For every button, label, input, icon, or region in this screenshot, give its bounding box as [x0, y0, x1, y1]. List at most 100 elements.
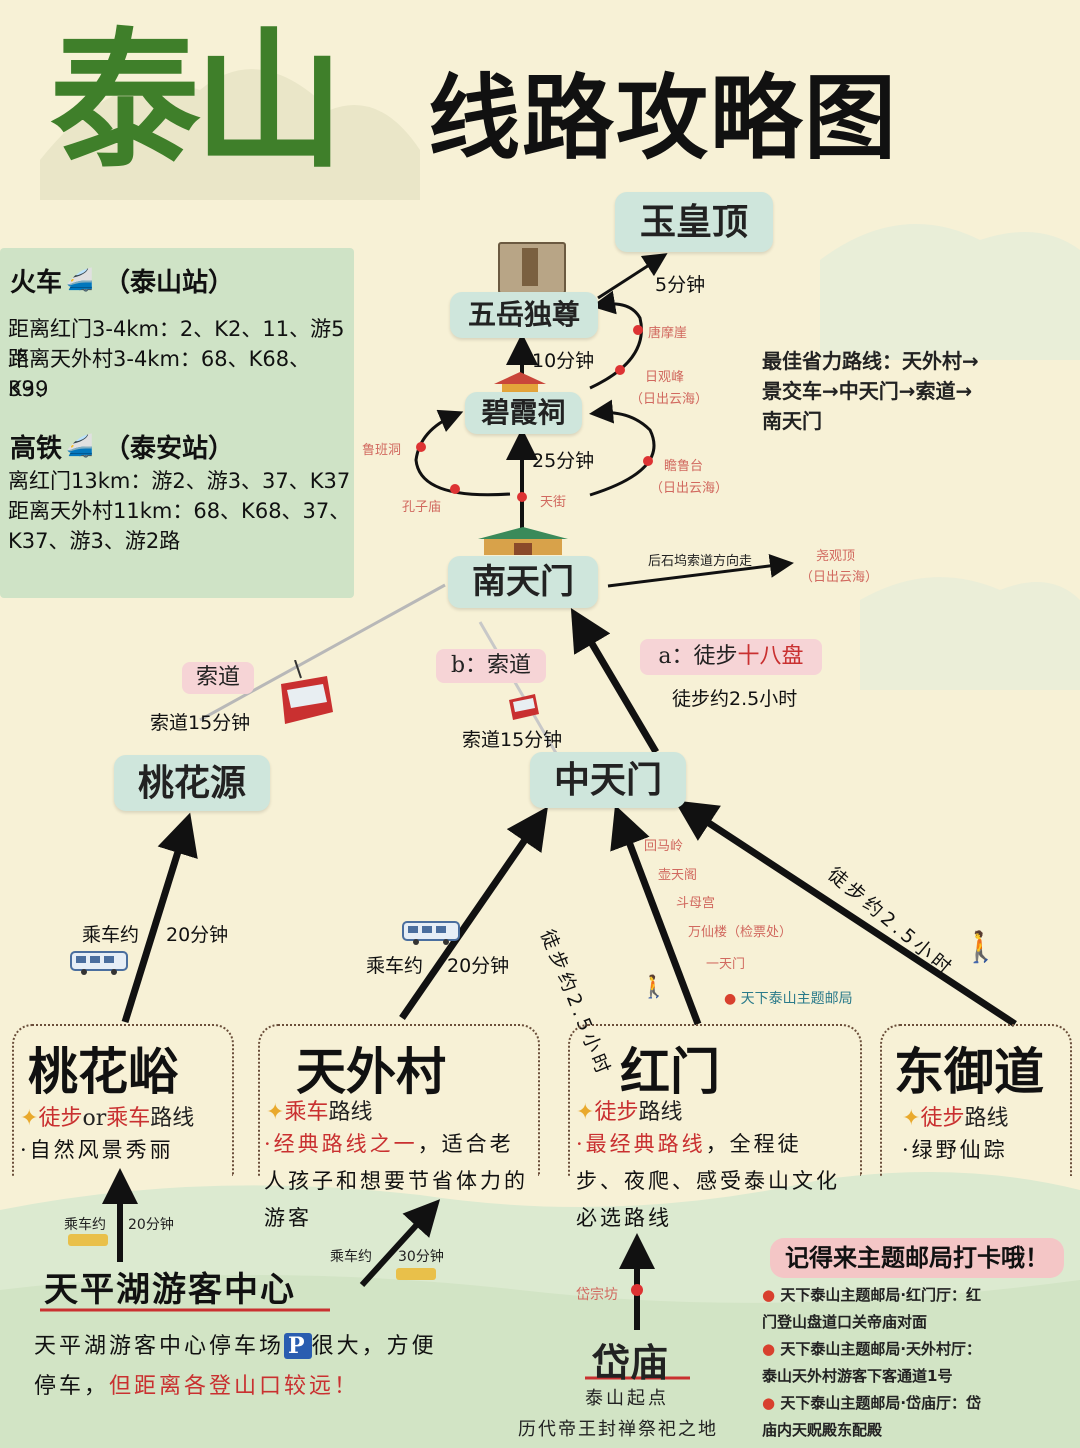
pin-icon-1: ●: [762, 1286, 776, 1304]
label-18pan-red: 十八盘: [737, 644, 804, 669]
route-taohuayu-suffix: 路线: [150, 1106, 195, 1131]
transport-info-box: 火车 🚄 （泰山站） 距离红门3-4km：2、K2、11、游5路 距离天外村3-…: [0, 248, 354, 598]
cable-car-small-icon: [509, 694, 539, 720]
route-tianwaicun-desc-text: ，适合老人孩子和想要节省体力的游客: [264, 1132, 528, 1230]
route-hongmen-desc-red: ·最经典路线: [576, 1132, 706, 1156]
route-tianwaicun-suffix: 路线: [328, 1100, 373, 1125]
pin-icon-2: ●: [762, 1340, 776, 1358]
label-aoguanding-sub: （日出云海）: [800, 570, 879, 585]
visitor-center-name: 天平湖游客中心: [44, 1270, 296, 1310]
route-taohuayu-or: or: [82, 1106, 107, 1131]
route-tianwaicun-ride: 乘车: [284, 1100, 329, 1125]
route-dongyudao-suffix: 路线: [964, 1106, 1009, 1131]
route-hongmen-name: 红门: [620, 1042, 720, 1101]
train-line-1: 距离红门3-4km：2、K2、11、游5路: [8, 317, 345, 371]
best-route: 最佳省力路线：天外村→ 景交车→中天门→索道→ 南天门: [762, 346, 979, 436]
route-tianwaicun-name: 天外村: [296, 1042, 446, 1101]
hsr-line-2: 距离天外村11km：68、K68、37、: [8, 499, 351, 523]
label-18pan: a：徒步十八盘: [640, 639, 822, 675]
daimiao-sub1: 泰山起点: [585, 1388, 669, 1409]
time-smallbus-1a: 乘车约: [64, 1217, 106, 1233]
bus-small-icon-2: [396, 1268, 436, 1280]
visitor-note-a: 天平湖游客中心停车场: [34, 1334, 285, 1359]
route-dongyudao-name: 东御道: [894, 1042, 1044, 1101]
sparkle-icon-4: ✦: [902, 1106, 921, 1131]
route-box-hongmen: [568, 1024, 862, 1176]
train-line-2: 距离天外村3-4km：68、K68、39、: [8, 347, 311, 401]
route-box-dongyudao: [880, 1024, 1072, 1176]
visitor-note-red: 但距离各登山口较远！: [109, 1374, 360, 1399]
route-tianwaicun-desc-red: ·经典路线之一: [264, 1132, 418, 1156]
hongmen-post: ● 天下泰山主题邮局: [724, 988, 853, 1008]
node-wuyueduzun: 五岳独尊: [450, 292, 598, 338]
route-taohuayu-type: ✦徒步or乘车路线: [20, 1100, 194, 1132]
route-taohuayu-name: 桃花峪: [28, 1042, 178, 1101]
stop-doumugong: 斗母宫: [676, 896, 716, 911]
label-a-prefix: a：徒步: [658, 644, 738, 669]
time-cable-1: 索道15分钟: [150, 712, 251, 734]
hsr-title: 高铁: [10, 434, 63, 464]
hsr-station: （泰安站）: [104, 434, 235, 464]
hiker-icon-2: 🚶: [962, 930, 1000, 965]
node-bixiaci: 碧霞祠: [465, 392, 582, 434]
daimiao-name: 岱庙: [592, 1340, 669, 1385]
scenic-zhanlutai: 瞻鲁台: [664, 459, 704, 474]
hsr-line-1: 离红门13km：游2、游3、37、K37: [8, 469, 351, 493]
best-route-line-1: 最佳省力路线：天外村→: [762, 349, 979, 373]
route-dongyudao-walk: 徒步: [920, 1106, 965, 1131]
train-line-3: K39: [8, 377, 49, 401]
train-icon: 🚄: [66, 268, 94, 293]
best-route-line-3: 南天门: [762, 409, 822, 433]
post-line-4: 泰山天外村游客下客通道1号: [762, 1367, 953, 1385]
train-title: 火车: [10, 268, 63, 298]
node-zhongtianmen: 中天门: [530, 752, 686, 808]
route-taohuayu-desc: ·自然风景秀丽: [20, 1138, 174, 1162]
parking-icon: P: [284, 1333, 312, 1359]
scenic-riguanfeng: 日观峰: [645, 370, 685, 385]
time-bus-2a: 乘车约: [366, 955, 424, 977]
route-taohuayu-walk: 徒步: [38, 1106, 83, 1131]
time-10min: 10分钟: [532, 350, 595, 372]
route-tianwaicun-desc: ·经典路线之一，适合老人孩子和想要节省体力的游客: [264, 1126, 534, 1237]
nantianmen-gate-icon: [478, 527, 568, 555]
wuyue-stone-photo-icon: [498, 242, 566, 294]
route-dongyudao-type: ✦徒步路线: [902, 1100, 1008, 1132]
route-taohuayu-ride: 乘车: [106, 1106, 151, 1131]
post-line-6: 庙内天贶殿东配殿: [762, 1421, 883, 1439]
scenic-kongzimiao: 孔子庙: [402, 500, 442, 515]
label-cableway: 索道: [182, 662, 254, 694]
train-station: （泰山站）: [104, 268, 235, 298]
pin-icon-3: ●: [762, 1394, 776, 1412]
stop-wanxianlou: 万仙楼（检票处）: [688, 925, 793, 940]
best-route-line-2: 景交车→中天门→索道→: [762, 379, 973, 403]
label-houshiwu: 后石坞索道方向走: [648, 554, 753, 569]
title-main: 泰山: [50, 13, 344, 189]
label-b-cableway: b：索道: [436, 649, 546, 683]
node-nantianmen: 南天门: [448, 556, 598, 608]
label-daizongfang: 岱宗坊: [576, 1287, 618, 1303]
time-smallbus-1b: 20分钟: [128, 1217, 174, 1233]
route-hongmen-suffix: 路线: [638, 1100, 683, 1125]
hiker-icon: 🚶: [640, 975, 668, 1000]
scenic-luban: 鲁班洞: [362, 443, 402, 458]
hongmen-post-label: 天下泰山主题邮局: [740, 991, 853, 1007]
time-smallbus-2b: 30分钟: [398, 1249, 444, 1265]
post-line-1: 天下泰山主题邮局·红门厅：红: [780, 1286, 982, 1304]
time-bus-1a: 乘车约: [82, 924, 140, 946]
route-hongmen-type: ✦徒步路线: [576, 1094, 682, 1126]
bus-icon: [70, 951, 128, 975]
time-walk-18pan: 徒步约2.5小时: [672, 688, 798, 710]
visitor-note-b: 很大，方便: [311, 1334, 437, 1359]
title-sub: 线路攻略图: [428, 64, 899, 172]
time-bus-1b: 20分钟: [166, 924, 229, 946]
route-dongyudao-desc: ·绿野仙踪: [902, 1138, 1008, 1162]
route-tianwaicun-type: ✦乘车路线: [266, 1094, 372, 1126]
post-office-list: ● 天下泰山主题邮局·红门厅：红 门登山盘道口关帝庙对面 ● 天下泰山主题邮局·…: [762, 1282, 1062, 1444]
time-25min: 25分钟: [532, 450, 595, 472]
bus-small-icon: [68, 1234, 108, 1246]
post-office-title: 记得来主题邮局打卡哦！: [770, 1238, 1064, 1278]
node-taohuayuan: 桃花源: [114, 755, 270, 811]
scenic-zhanlutai-sub: （日出云海）: [650, 481, 729, 496]
node-yuhuangding: 玉皇顶: [615, 192, 773, 252]
